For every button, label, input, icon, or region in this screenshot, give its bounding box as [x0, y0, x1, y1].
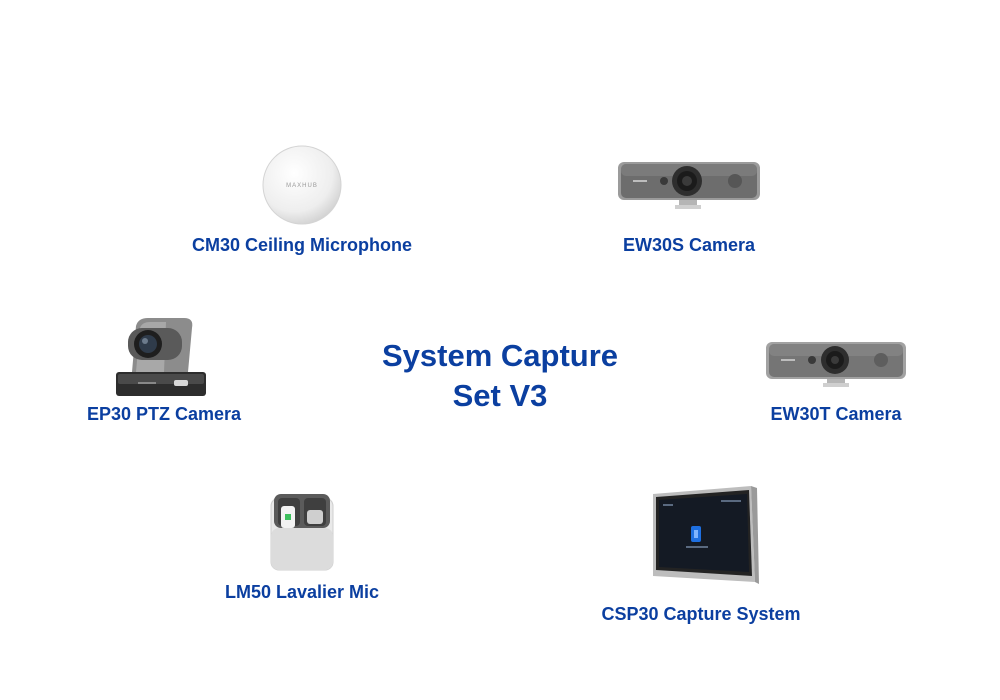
- product-label-ew30s: EW30S Camera: [622, 235, 756, 255]
- webcam-bar-icon: [765, 340, 907, 388]
- title-line-2: Set V3: [452, 378, 548, 413]
- ceiling-microphone-icon: MAXHUB: [262, 145, 342, 225]
- product-label-csp30: CSP30 Capture System: [601, 604, 801, 624]
- ceiling-mic-logo-text: MAXHUB: [286, 183, 318, 189]
- capture-tablet-icon: [651, 484, 759, 588]
- product-label-lm50: LM50 Lavalier Mic: [224, 582, 380, 602]
- ptz-camera-icon: [114, 312, 208, 398]
- page-title: System Capture Set V3: [300, 336, 700, 416]
- title-line-1: System Capture: [381, 338, 619, 373]
- lavalier-mic-case-icon: [270, 492, 334, 572]
- product-label-ep30: EP30 PTZ Camera: [86, 404, 242, 424]
- product-label-cm30: CM30 Ceiling Microphone: [191, 235, 413, 255]
- product-label-ew30t: EW30T Camera: [770, 404, 902, 424]
- webcam-bar-icon: [617, 160, 761, 210]
